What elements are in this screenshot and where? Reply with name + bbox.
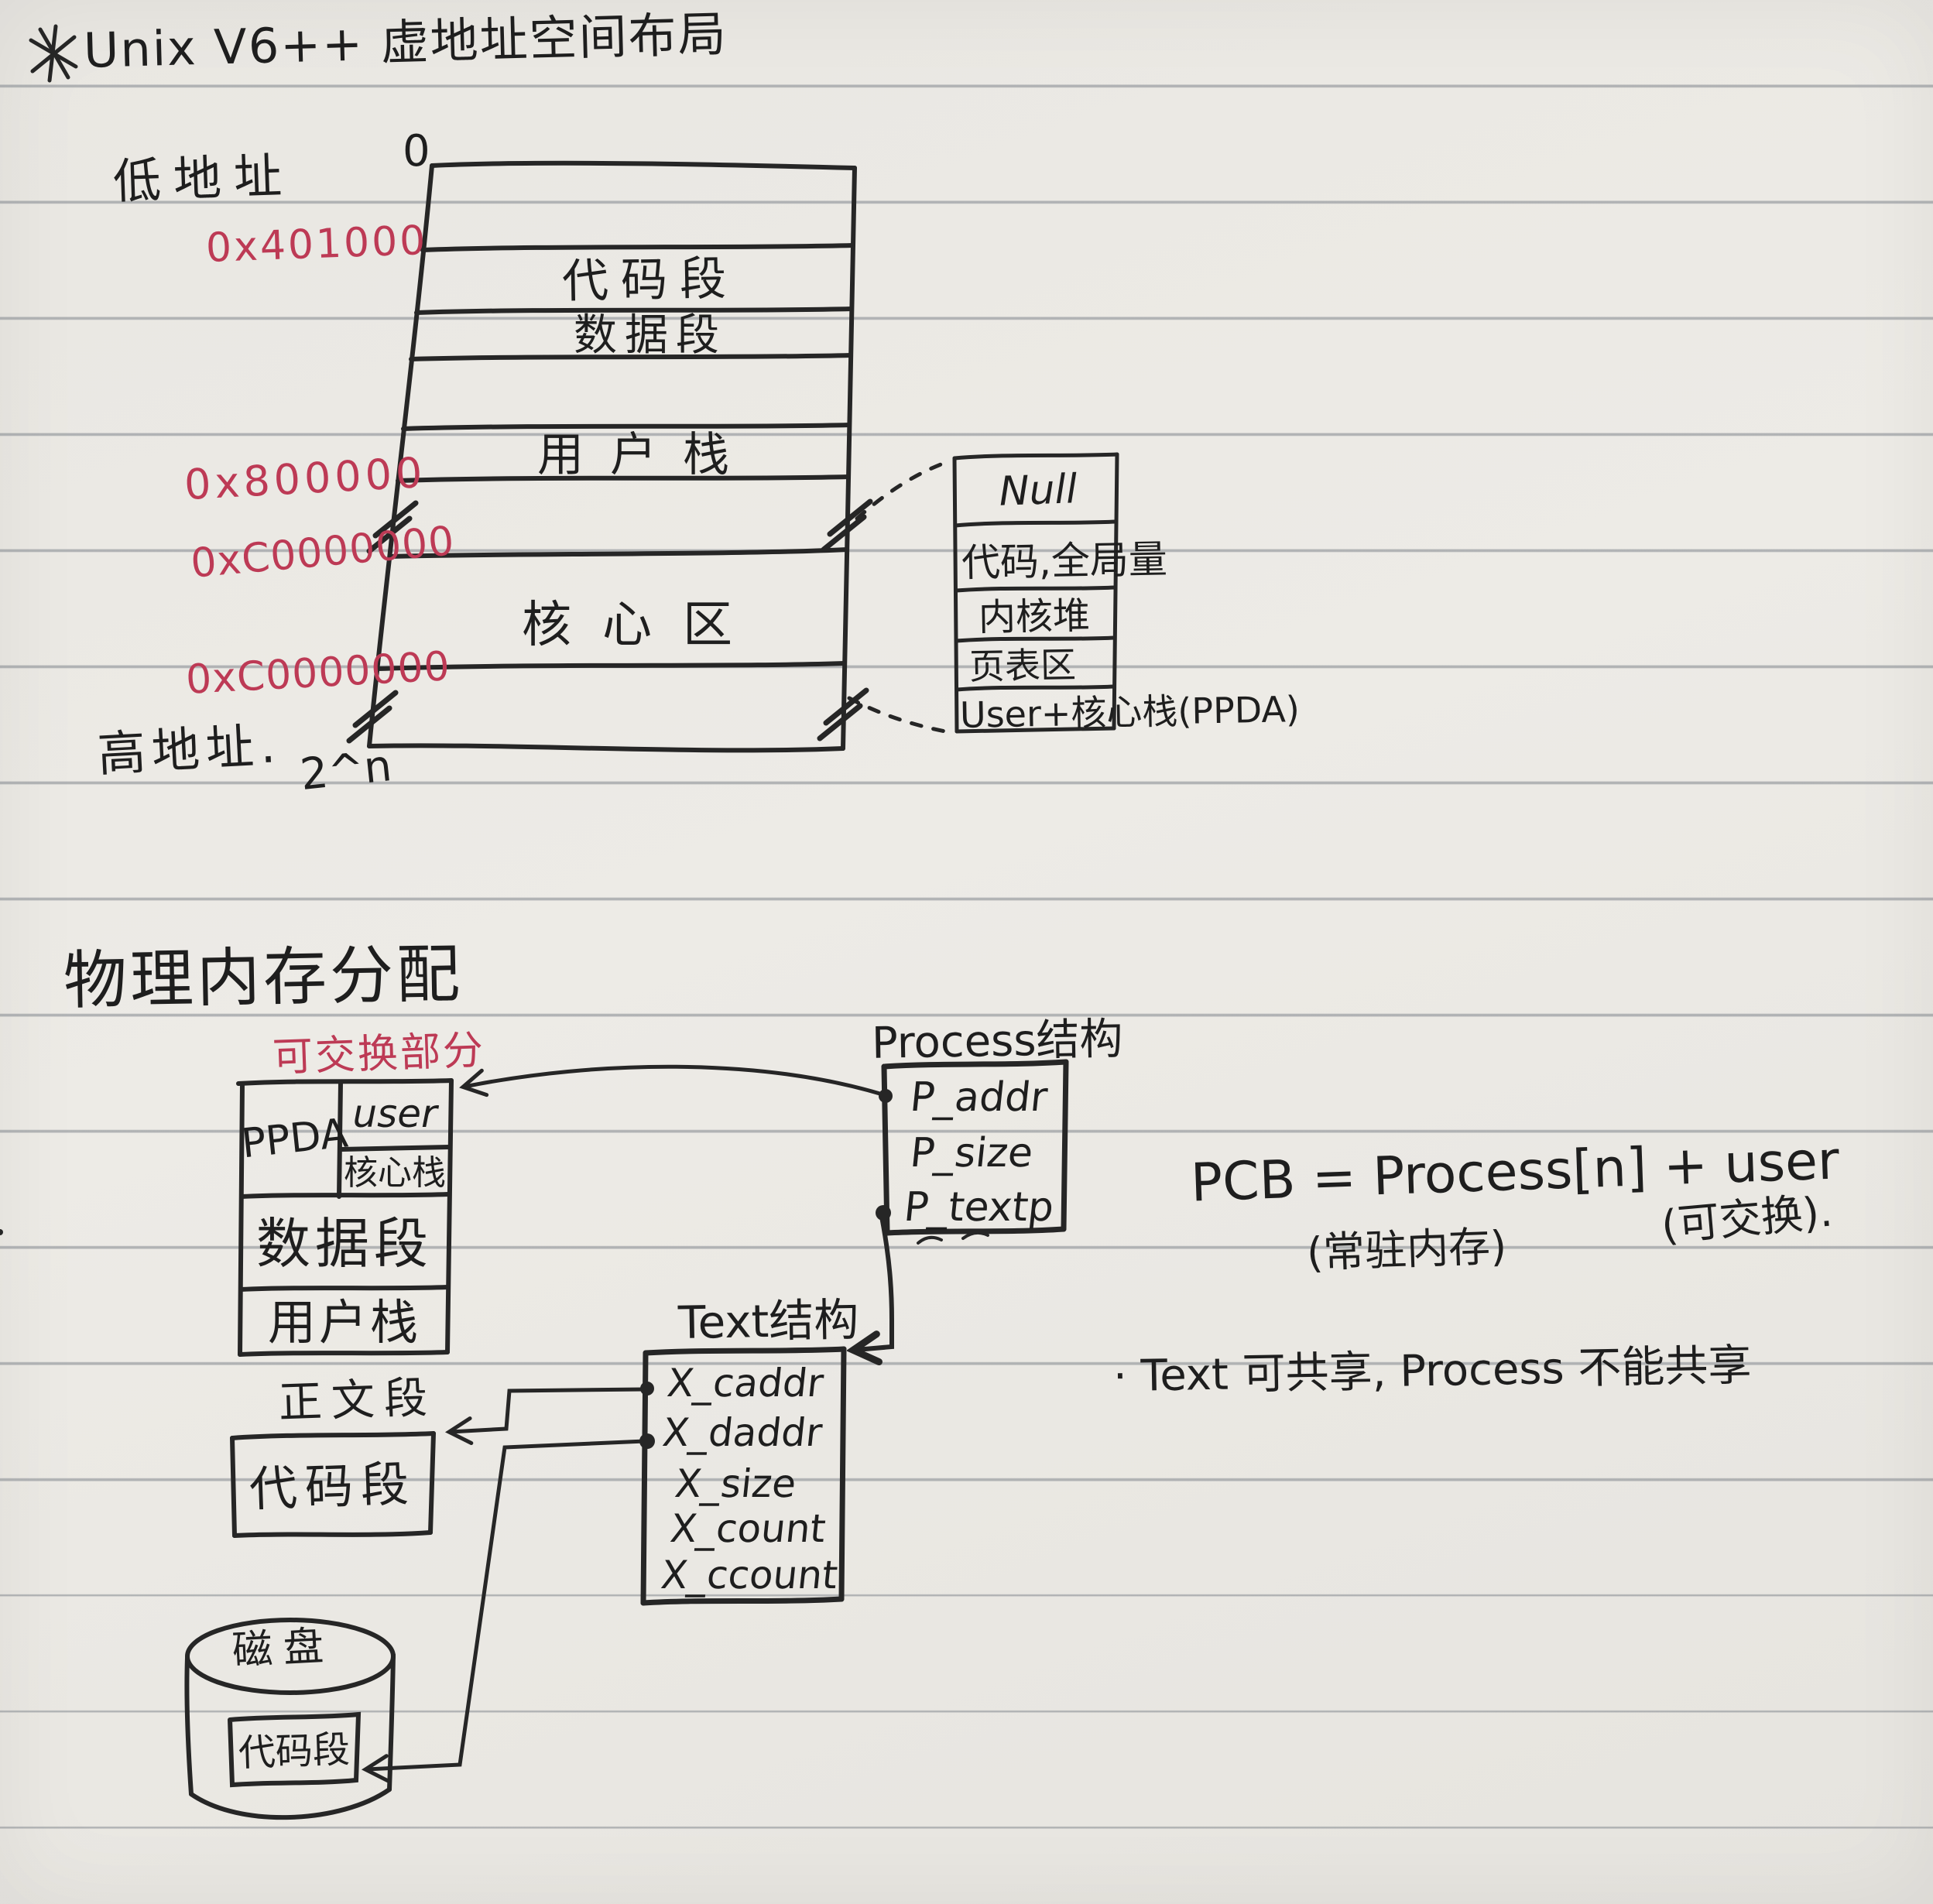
kernel-detail-row-page-table: 页表区 bbox=[968, 643, 1077, 688]
kernel-detail-row-kernel-heap: 内核堆 bbox=[978, 594, 1091, 640]
break-marks bbox=[346, 498, 873, 744]
text-field-x-caddr: X_caddr bbox=[664, 1361, 826, 1406]
disk-cylinder bbox=[184, 1618, 396, 1820]
swap-box-kernel-stack: 核心栈 bbox=[344, 1153, 446, 1193]
text-field-x-count: X_count bbox=[667, 1506, 828, 1551]
text-struct-title: Text结构 bbox=[677, 1293, 859, 1350]
connector-xdaddr-to-disk bbox=[361, 1439, 647, 1783]
vas-box bbox=[367, 160, 857, 753]
process-more-fields-marks bbox=[0, 1229, 989, 1245]
kernel-detail-box bbox=[952, 452, 1119, 734]
field-dots bbox=[639, 1089, 893, 1449]
power-2n-label: 2^n bbox=[297, 741, 395, 800]
swappable-part-label: 可交换部分 bbox=[272, 1027, 486, 1081]
process-field-p-addr: P_addr bbox=[907, 1074, 1050, 1121]
segment-code: 代码段 bbox=[561, 252, 739, 309]
text-field-x-ccount: X_ccount bbox=[658, 1553, 840, 1598]
process-struct-title: Process结构 bbox=[871, 1014, 1123, 1069]
connector-xcaddr-to-textseg bbox=[444, 1387, 647, 1446]
process-field-p-size: P_size bbox=[907, 1130, 1036, 1176]
swap-box-user-stack: 用户栈 bbox=[267, 1294, 421, 1351]
segment-kernel: 核心区 bbox=[522, 597, 763, 654]
text-field-x-daddr: X_daddr bbox=[660, 1410, 824, 1455]
segment-user-stack: 用户栈 bbox=[537, 428, 756, 482]
pcb-resident-note: (常驻内存) bbox=[1305, 1221, 1508, 1278]
text-field-x-size: X_size bbox=[672, 1461, 799, 1506]
high-address-label: 高地址. bbox=[96, 716, 283, 783]
swap-box-user: user bbox=[352, 1091, 437, 1136]
process-field-p-textp: P_textp bbox=[901, 1184, 1057, 1231]
segment-data: 数据段 bbox=[574, 310, 727, 361]
kernel-detail-row-null: Null bbox=[998, 466, 1078, 515]
address-0x401000: 0x401000 bbox=[204, 217, 428, 272]
sharing-note: · Text 可共享, Process 不能共享 bbox=[1112, 1340, 1752, 1402]
connector-paddr-to-swap bbox=[459, 1064, 885, 1098]
code-segment-box-label: 代码段 bbox=[248, 1455, 418, 1518]
kernel-detail-row-user-kstack: User+核心栈(PPDA) bbox=[959, 688, 1301, 736]
disk-code-segment-label: 代码段 bbox=[238, 1728, 351, 1776]
swap-box-ppda: PPDA bbox=[239, 1110, 351, 1168]
disk-label: 磁盘 bbox=[231, 1622, 336, 1675]
address-zero-label: 0 bbox=[403, 126, 430, 176]
connector-ptextp-to-text bbox=[856, 1214, 894, 1350]
swap-box bbox=[236, 1078, 454, 1357]
kernel-detail-row-code-globals: 代码,全局量 bbox=[961, 536, 1168, 586]
star-doodle-icon bbox=[29, 24, 78, 83]
text-segment-label: 正文段 bbox=[277, 1372, 438, 1429]
low-address-label: 低地址 bbox=[111, 146, 296, 211]
phys-heading: 物理内存分配 bbox=[63, 937, 464, 1019]
swap-box-data-seg: 数据段 bbox=[256, 1212, 433, 1276]
dashed-connectors bbox=[847, 459, 956, 735]
text-segment-box bbox=[230, 1431, 436, 1538]
